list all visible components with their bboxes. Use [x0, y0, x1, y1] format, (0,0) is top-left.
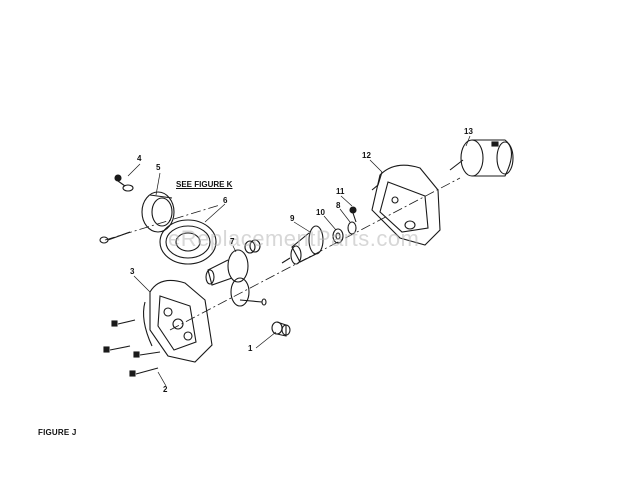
screw-part-11 — [349, 206, 357, 223]
callout-6: 6 — [223, 196, 228, 205]
callout-8: 8 — [336, 201, 341, 210]
callout-3: 3 — [130, 267, 135, 276]
clutch-collar-part-5 — [122, 184, 175, 233]
figure-caption: FIGURE J — [38, 428, 77, 437]
callout-11: 11 — [336, 187, 345, 196]
ring-gear-part-6 — [159, 219, 217, 265]
callout-9: 9 — [290, 214, 295, 223]
leader-lines — [127, 135, 471, 387]
gear-case-part-3 — [143, 279, 213, 363]
callout-13: 13 — [464, 127, 473, 136]
callout-2: 2 — [163, 385, 168, 394]
pin-part — [99, 231, 131, 244]
screw-part-4 — [114, 174, 126, 187]
see-figure-reference: SEE FIGURE K — [176, 180, 233, 189]
callout-5: 5 — [156, 163, 161, 172]
screws-part-2 — [103, 319, 161, 377]
housing-cover-part — [371, 164, 441, 246]
callout-12: 12 — [362, 151, 371, 160]
gear-shaft-part-9 — [281, 225, 324, 265]
watermark-text: eReplacementParts.com — [168, 226, 420, 251]
callout-4: 4 — [137, 154, 142, 163]
washer-part-10 — [332, 228, 344, 244]
callout-1: 1 — [248, 344, 253, 353]
gear-shaft-part-7 — [205, 249, 267, 307]
bushing-part — [244, 239, 261, 254]
motor-part — [449, 139, 514, 177]
callout-10: 10 — [316, 208, 325, 217]
spacer-part-1 — [271, 321, 291, 337]
washer-part-8 — [347, 221, 357, 235]
callout-7: 7 — [230, 237, 235, 246]
